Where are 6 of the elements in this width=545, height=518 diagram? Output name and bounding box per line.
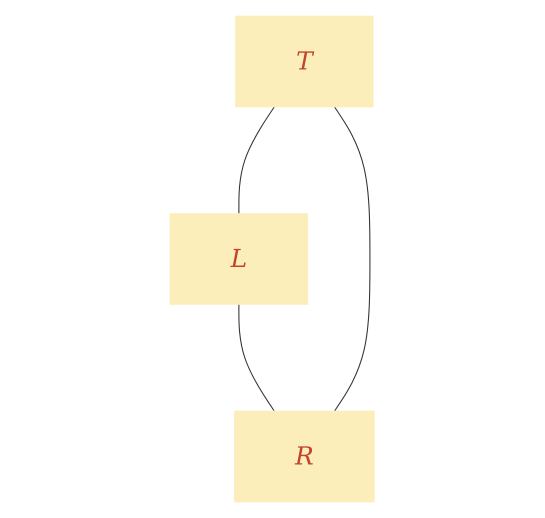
connector <box>238 106 276 214</box>
node-box: L <box>170 213 308 305</box>
node-box: T <box>235 16 374 108</box>
node-box: R <box>234 410 376 502</box>
connector <box>238 304 276 412</box>
connector <box>334 106 371 412</box>
